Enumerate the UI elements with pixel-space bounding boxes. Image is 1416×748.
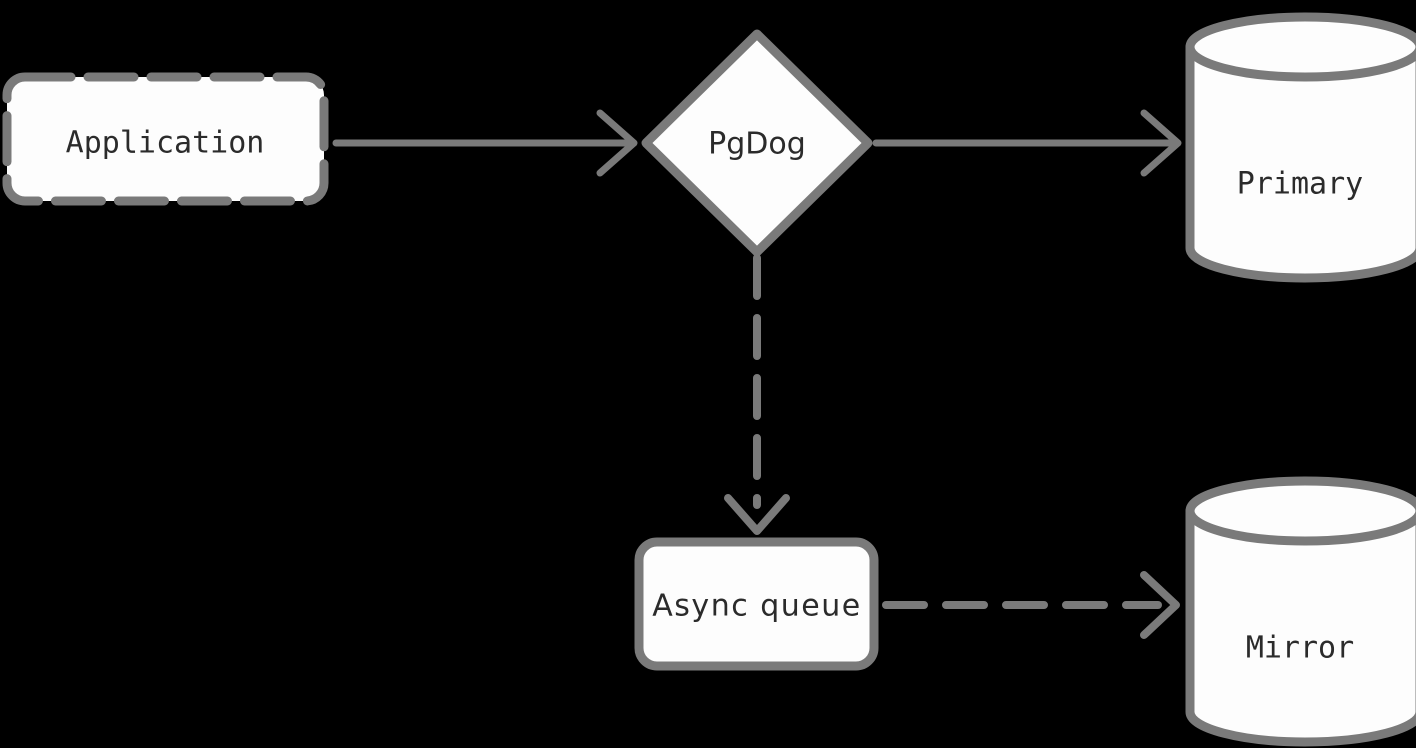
arrowhead-chevron-icon [1140, 571, 1180, 639]
node-pgdog[interactable]: PgDog [641, 29, 873, 257]
node-async-queue-shape [634, 537, 879, 671]
node-pgdog-shape [641, 29, 873, 257]
node-pgdog-label: PgDog [708, 127, 806, 162]
node-mirror-top-ellipse [1185, 476, 1416, 546]
edge-pgdog-to-async-queue [724, 254, 790, 535]
edge-application-to-pgdog [332, 109, 638, 177]
arrowhead-chevron-icon [724, 494, 790, 535]
node-application-shape [2, 72, 329, 206]
node-async-queue[interactable]: Async queue [634, 537, 879, 671]
node-async-queue-label: Async queue [652, 589, 861, 624]
node-mirror[interactable]: Mirror [1185, 476, 1416, 747]
node-primary-label: Primary [1237, 167, 1363, 202]
edge-pgdog-to-primary [872, 109, 1182, 177]
node-mirror-body-fill [1190, 511, 1416, 742]
arrowhead-chevron-icon [596, 109, 638, 177]
node-primary-body-outline [1185, 42, 1416, 283]
edge-async-queue-to-mirror [882, 571, 1180, 639]
node-primary[interactable]: Primary [1185, 12, 1416, 283]
arrowhead-chevron-icon [1140, 109, 1182, 177]
node-mirror-body-outline [1185, 506, 1416, 747]
node-primary-top-ellipse [1185, 12, 1416, 82]
node-application-label: Application [66, 126, 265, 161]
node-mirror-label: Mirror [1246, 631, 1354, 666]
node-primary-body-fill [1190, 47, 1416, 278]
node-application[interactable]: Application [2, 72, 329, 206]
